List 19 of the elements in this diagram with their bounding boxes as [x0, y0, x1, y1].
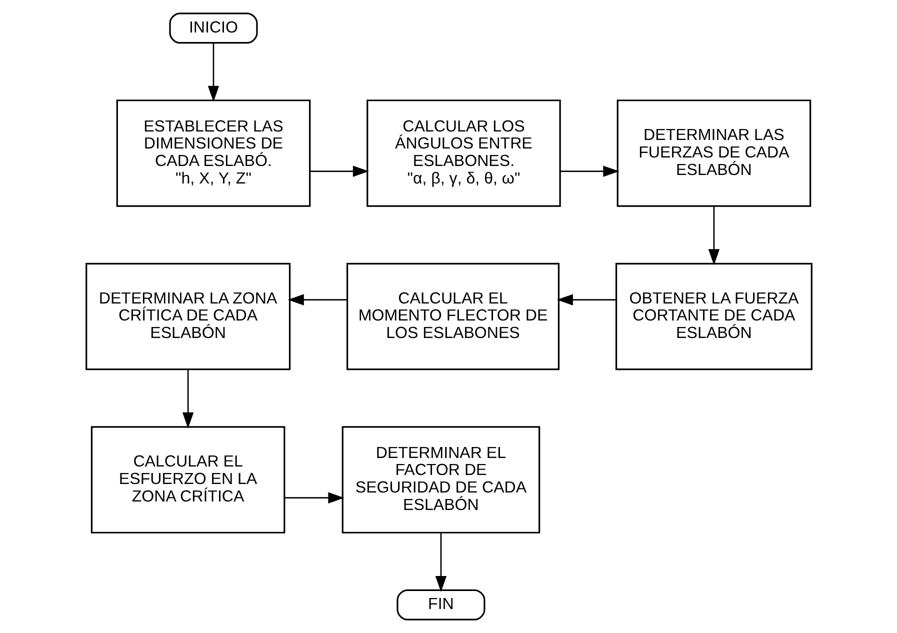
arrow [207, 42, 219, 102]
node-box: CALCULAR EL ESFUERZO EN LA ZONA CRÍTICA [90, 426, 285, 534]
arrow [708, 206, 720, 266]
arrow [560, 166, 619, 177]
arrow [556, 294, 616, 306]
arrow [287, 294, 347, 306]
arrow [284, 492, 344, 504]
arrow [309, 166, 368, 177]
node-box: DETERMINAR LAS FUERZAS DE CADA ESLABÓN [616, 100, 811, 207]
arrow [182, 370, 194, 428]
arrow [434, 532, 446, 592]
node-box: ESTABLECER LAS DIMENSIONES DE CADA ESLABÓ. "h, X, Y, Z" [116, 100, 310, 207]
node-box: INICIO [168, 12, 258, 44]
node-box: DETERMINAR LA ZONA CRÍTICA DE CADA ESLABÓN [85, 262, 290, 370]
node-box: OBTENER LA FUERZA CORTANTE DE CADA ESLABÓN [614, 262, 812, 370]
node-box: CALCULAR EL MOMENTO FLECTOR DE LOS ESLABONES [346, 262, 560, 370]
node-box: DETERMINAR EL FACTOR DE SEGURIDAD DE CADA ESLABÓN [341, 426, 540, 534]
node-box: FIN [396, 589, 485, 620]
node-box: CALCULAR LOS ÁNGULOS ENTRE ESLABONES. "α, β, γ, δ, θ, ω" [366, 100, 560, 207]
